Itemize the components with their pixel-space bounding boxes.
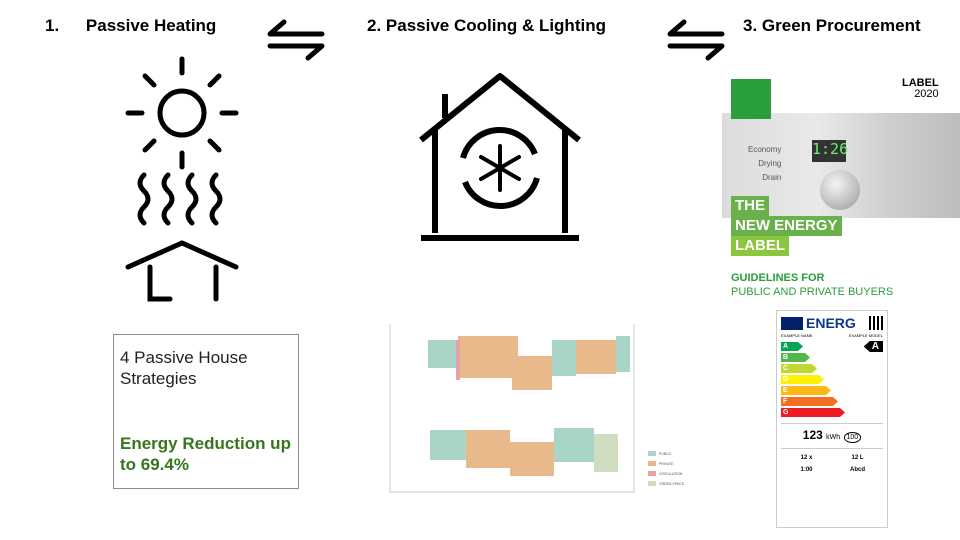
energy-reduction-text: Energy Reduction up to 69.4% xyxy=(120,434,291,474)
heading-green-procurement: 3. Green Procurement xyxy=(743,16,921,35)
cycles-icon: 100 xyxy=(843,432,862,443)
heading-title: Passive Heating xyxy=(85,16,217,35)
label-line-new-energy: NEW ENERGY xyxy=(731,216,842,236)
strategies-title: 4 Passive House Strategies xyxy=(120,348,248,388)
energy-class-e: E xyxy=(781,386,831,395)
uk-flag-icon xyxy=(781,316,803,330)
place-settings-icon: 12 x xyxy=(800,455,813,461)
floor-plan-image xyxy=(389,324,635,493)
house-snowflake-icon xyxy=(419,73,581,241)
legend-green-space: GREEN SPACE xyxy=(648,481,684,486)
guidelines-title: GUIDELINES FOR xyxy=(731,272,825,284)
strategies-textbox: 4 Passive House Strategies Energy Reduct… xyxy=(113,334,299,489)
water-icon: 12 L xyxy=(851,455,864,461)
energy-class-a: A xyxy=(781,342,803,351)
energy-class-f: F xyxy=(781,397,838,406)
example-name: EXAMPLE NAME xyxy=(781,333,813,338)
energy-title: ENERG xyxy=(806,315,856,331)
energy-rating-badge: A xyxy=(863,341,883,352)
sun-heat-house-icon xyxy=(125,56,239,302)
label-line-label: LABEL xyxy=(731,236,789,256)
legend-private: PRIVATE xyxy=(648,461,673,466)
consumption: 123 kWh 100 xyxy=(781,423,883,446)
label-line-the: THE xyxy=(731,196,769,216)
heading-passive-heating: 1. Passive Heating xyxy=(45,16,216,36)
heading-passive-cooling: 2. Passive Cooling & Lighting xyxy=(367,16,606,35)
qr-code-icon xyxy=(869,316,883,330)
energy-class-b: B xyxy=(781,353,810,362)
legend-circulation: CIRCULATION xyxy=(648,471,682,476)
example-model: EXAMPLE MODEL xyxy=(848,333,883,338)
swap-arrows-icon xyxy=(267,19,325,61)
duration-icon: 1:00 xyxy=(800,467,813,473)
energy-class-c: C xyxy=(781,364,817,373)
guidelines-subtitle: PUBLIC AND PRIVATE BUYERS xyxy=(731,286,894,298)
machine-display: 1:26 xyxy=(812,140,848,162)
energy-class-d: D xyxy=(781,375,824,384)
heading-number: 1. xyxy=(45,16,60,35)
swap-arrows-icon xyxy=(667,19,725,61)
noise-icon: Abcd xyxy=(850,467,865,473)
machine-dial xyxy=(820,170,860,210)
legend-public: PUBLIC xyxy=(648,451,672,456)
energy-class-g: G xyxy=(781,408,845,417)
document-icon xyxy=(731,79,771,119)
label-pictograms: 12 x 12 L 1:00 Abcd xyxy=(781,448,883,473)
